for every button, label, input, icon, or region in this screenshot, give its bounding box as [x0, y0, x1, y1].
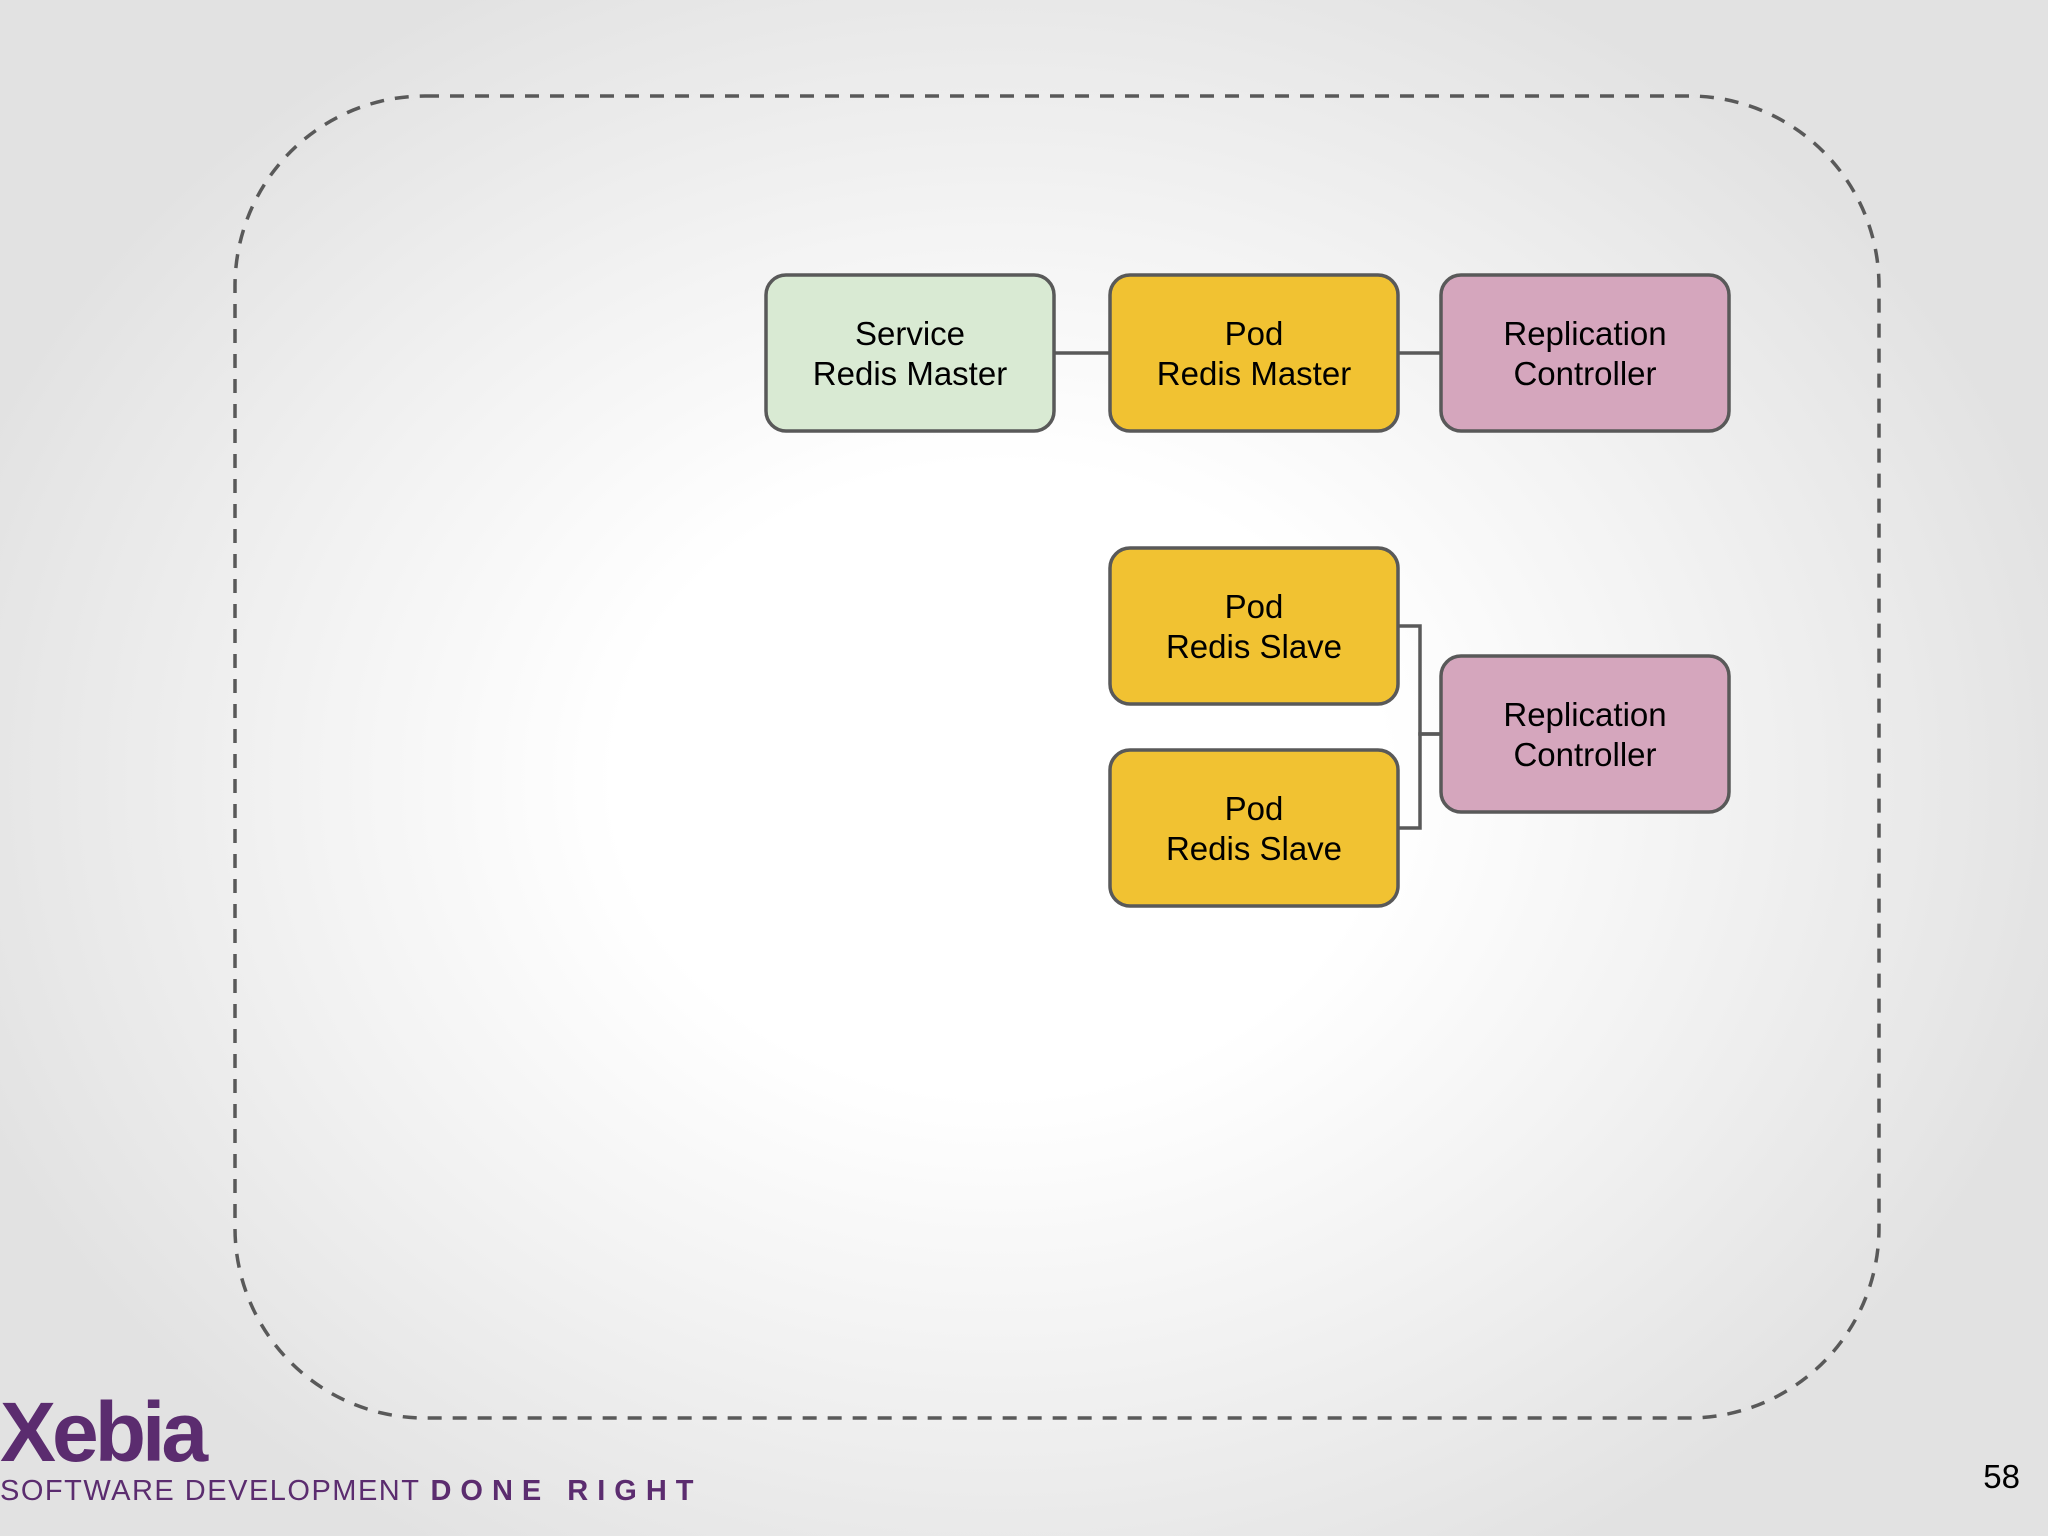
- node-label-rc-slave-0: Replication: [1503, 696, 1666, 733]
- connector-pod-slave-2-to-rc-slave: [1398, 732, 1441, 830]
- connectors: [1054, 351, 1441, 830]
- tagline-bold: DONE RIGHT: [430, 1475, 703, 1507]
- page-number: 58: [1983, 1458, 2020, 1495]
- node-box-pod-slave-2: [1108, 748, 1400, 908]
- node-label-rc-master-1: Controller: [1513, 355, 1656, 392]
- logo-wordmark: Xebia: [0, 1385, 208, 1479]
- node-label-pod-slave-1-0: Pod: [1225, 588, 1284, 625]
- node-label-pod-slave-2-1: Redis Slave: [1166, 830, 1342, 867]
- cluster-boundary: [233, 94, 1881, 1420]
- node-label-rc-master-0: Replication: [1503, 315, 1666, 352]
- node-label-pod-slave-2-0: Pod: [1225, 790, 1284, 827]
- node-label-rc-slave-1: Controller: [1513, 736, 1656, 773]
- logo-tagline: SOFTWARE DEVELOPMENT DONE RIGHT: [0, 1477, 703, 1506]
- node-label-pod-slave-1-1: Redis Slave: [1166, 628, 1342, 665]
- connector-pod-slave-1-to-rc-slave: [1398, 624, 1441, 736]
- node-box-service-master: [764, 273, 1056, 433]
- node-box-pod-slave-1: [1108, 546, 1400, 706]
- node-box-pod-master: [1108, 273, 1400, 433]
- node-box-rc-slave: [1439, 654, 1731, 814]
- node-label-pod-master-1: Redis Master: [1157, 355, 1351, 392]
- node-box-rc-master: [1439, 273, 1731, 433]
- node-label-service-master-0: Service: [855, 315, 965, 352]
- tagline-light: SOFTWARE DEVELOPMENT: [0, 1475, 421, 1507]
- node-label-service-master-1: Redis Master: [813, 355, 1007, 392]
- node-label-pod-master-0: Pod: [1225, 315, 1284, 352]
